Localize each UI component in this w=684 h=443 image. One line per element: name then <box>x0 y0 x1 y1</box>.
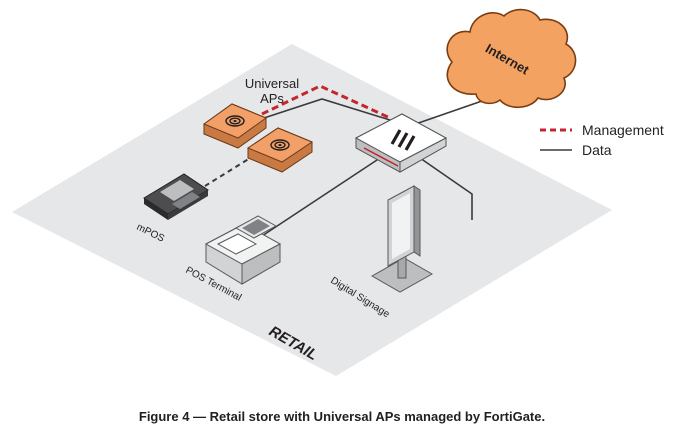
legend-data-label: Data <box>582 142 612 158</box>
access-point-icon <box>246 127 314 173</box>
data-line-signage <box>419 157 473 220</box>
legend-management-label: Management <box>582 122 664 138</box>
data-line-pos <box>261 157 381 237</box>
mpos-wireless-line <box>204 154 256 187</box>
fortigate-icon <box>354 113 448 173</box>
legend: Management Data <box>540 122 664 158</box>
management-connections <box>261 84 391 120</box>
management-line-aps <box>261 84 391 120</box>
pos-terminal-icon <box>204 215 282 285</box>
universal-aps-label: Universal <box>245 76 299 91</box>
digital-signage-icon <box>370 185 434 293</box>
mpos-icon <box>143 173 209 220</box>
figure-caption: Figure 4 — Retail store with Universal A… <box>138 409 546 424</box>
data-line-ap <box>263 98 391 121</box>
retail-floor <box>12 44 612 376</box>
universal-aps-label-line2: APs <box>260 91 284 106</box>
cloud-icon: Internet <box>446 8 577 109</box>
access-point-icon <box>202 103 268 149</box>
